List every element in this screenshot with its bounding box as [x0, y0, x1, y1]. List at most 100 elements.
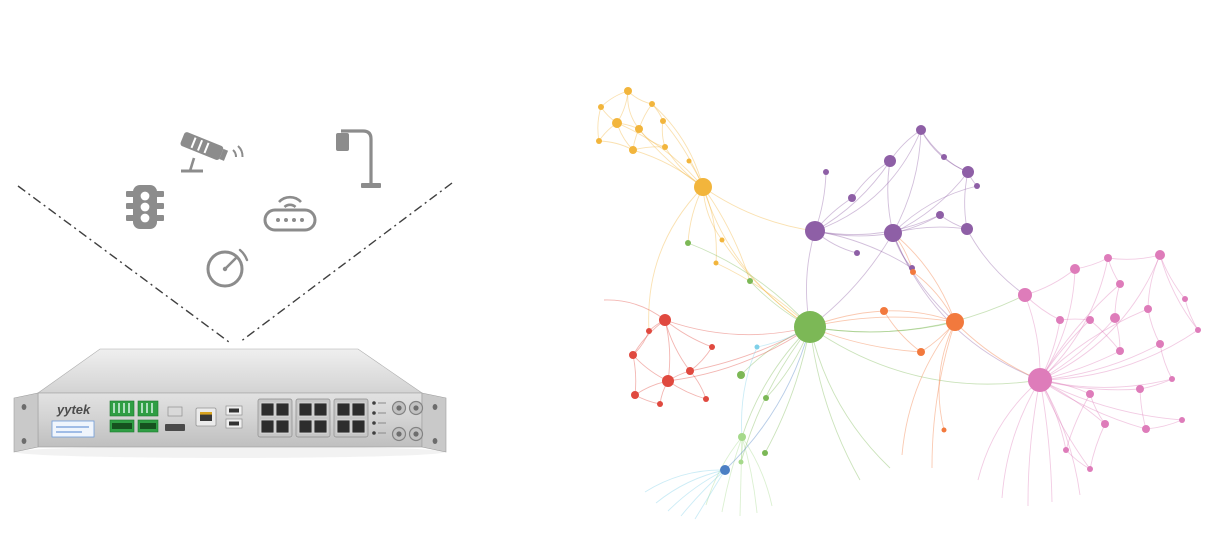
- graph-edge: [680, 469, 726, 517]
- graph-edge: [851, 160, 891, 199]
- graph-node: [805, 221, 825, 241]
- graph-edge: [598, 140, 634, 151]
- device-shadow: [15, 446, 445, 458]
- graph-nodes: [596, 87, 1201, 475]
- graph-edge: [627, 90, 640, 130]
- graph-edge: [638, 128, 704, 188]
- graph-edge: [1159, 254, 1186, 300]
- io-module: [257, 398, 293, 438]
- graph-node: [1101, 420, 1109, 428]
- graph-edge: [741, 436, 758, 514]
- speedometer-icon: [206, 248, 249, 288]
- graph-edge: [1039, 350, 1121, 381]
- sim-slot: [167, 406, 183, 417]
- graph-edges: [597, 90, 1199, 520]
- graph-edge: [954, 321, 1041, 381]
- graph-node: [962, 166, 974, 178]
- graph-edge: [809, 326, 891, 469]
- ethernet-port: [195, 407, 217, 427]
- graph-edge: [655, 469, 726, 504]
- graph-node: [1070, 264, 1080, 274]
- graph-edge: [1145, 419, 1183, 430]
- graph-edge: [603, 299, 666, 321]
- graph-node: [763, 395, 769, 401]
- graph-node: [685, 240, 691, 246]
- graph-node: [720, 465, 730, 475]
- graph-edge: [1159, 254, 1199, 331]
- graph-node: [1144, 305, 1152, 313]
- graph-edge: [741, 346, 758, 438]
- graph-edge: [887, 160, 894, 234]
- graph-edge: [661, 120, 666, 148]
- graph-edge: [702, 186, 811, 328]
- graph-edge: [632, 354, 637, 396]
- graph-node: [629, 351, 637, 359]
- graph-edge: [1039, 379, 1053, 503]
- graph-edge: [931, 321, 956, 469]
- graph-edge: [892, 232, 956, 323]
- graph-edge: [667, 469, 726, 512]
- graph-edge: [892, 232, 1041, 381]
- graph-edge: [892, 171, 969, 234]
- graph-node: [659, 314, 671, 326]
- graph-node: [738, 459, 744, 465]
- graph-node: [880, 307, 888, 315]
- graph-edge: [977, 379, 1041, 481]
- funnel-right-line: [239, 182, 453, 343]
- graph-edge: [627, 90, 653, 105]
- graph-node: [1155, 250, 1165, 260]
- led-indicators: [372, 401, 386, 435]
- device-right-mounting-ear: [421, 392, 447, 453]
- graph-node: [612, 118, 622, 128]
- graph-node: [598, 104, 604, 110]
- graph-node: [1056, 316, 1064, 324]
- graph-edge: [1027, 379, 1041, 507]
- graph-node: [624, 87, 632, 95]
- graph-edge: [702, 186, 751, 282]
- device-label-badge: [51, 420, 95, 438]
- graph-edge: [1039, 379, 1183, 421]
- graph-node: [754, 344, 760, 350]
- graph-edge: [721, 239, 811, 328]
- graph-node: [662, 144, 668, 150]
- hero-illustration: yytek: [13, 129, 453, 458]
- graph-edge: [1039, 343, 1161, 381]
- graph-node: [917, 348, 925, 356]
- graph-node: [1156, 340, 1164, 348]
- graph-node: [848, 194, 856, 202]
- graph-edge: [889, 129, 922, 162]
- graph-edge: [600, 90, 629, 108]
- graph-node: [737, 371, 745, 379]
- screw-hole: [432, 438, 438, 444]
- graph-node: [738, 433, 746, 441]
- graph-edge: [809, 321, 956, 333]
- graph-edge: [721, 436, 743, 513]
- graph-node: [1086, 390, 1094, 398]
- graph-edge: [664, 319, 691, 372]
- graph-edge: [814, 129, 922, 232]
- graph-edge: [892, 129, 922, 234]
- graph-edge: [1039, 379, 1081, 496]
- graph-edge: [809, 326, 1041, 385]
- graph-edge: [632, 354, 669, 382]
- graph-edge: [689, 346, 713, 372]
- graph-edge: [648, 186, 704, 332]
- graph-edge: [966, 228, 1026, 296]
- graph-node: [631, 391, 639, 399]
- graph-node: [936, 211, 944, 219]
- graph-edge: [739, 436, 743, 517]
- device-top-face: [37, 348, 423, 394]
- graph-edge: [809, 294, 1026, 333]
- graph-edge: [1074, 257, 1109, 270]
- graph-node: [823, 169, 829, 175]
- graph-edge: [644, 469, 726, 493]
- graph-node: [884, 155, 896, 167]
- graph-edge: [689, 370, 707, 400]
- graph-edge: [814, 160, 891, 232]
- graph-node: [596, 138, 602, 144]
- graph-node: [657, 401, 663, 407]
- graph-edge: [597, 106, 602, 142]
- graph-node: [703, 396, 709, 402]
- graph-node: [662, 375, 674, 387]
